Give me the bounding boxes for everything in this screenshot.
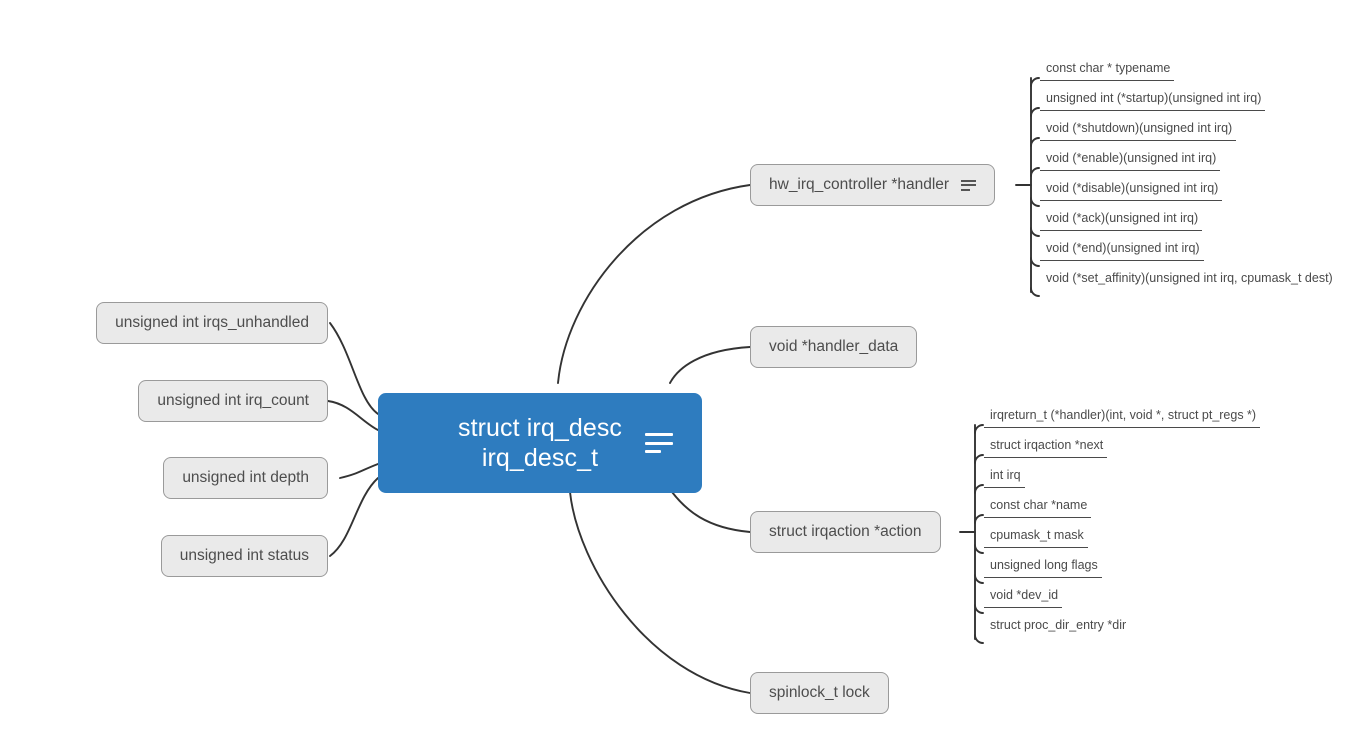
leaf-label: int irq: [990, 467, 1021, 482]
leaf-item-handler-enable[interactable]: void (*enable)(unsigned int irq): [1040, 145, 1221, 171]
leaf-item-action-name[interactable]: const char *name: [984, 492, 1092, 518]
edge-root-to-handler-data: [669, 346, 751, 384]
edge-handler-child-7: [1030, 287, 1040, 297]
leaf-label: unsigned int (*startup)(unsigned int irq…: [1046, 90, 1262, 105]
leaf-item-action-flags[interactable]: unsigned long flags: [984, 552, 1102, 578]
edge-root-to-irq-count: [327, 400, 379, 431]
branch-label: hw_irq_controller *handler: [769, 176, 950, 193]
leaf-label: irqreturn_t (*handler)(int, void *, stru…: [990, 407, 1257, 422]
leaf-label: struct irqaction *next: [990, 437, 1104, 452]
branch-node-action[interactable]: struct irqaction *action: [750, 511, 941, 553]
leaf-label: void *dev_id: [990, 587, 1059, 602]
edge-root-to-action: [671, 491, 751, 533]
branch-node-irq-count[interactable]: unsigned int irq_count: [138, 380, 328, 422]
edge-handler-child-1: [1030, 107, 1040, 117]
edge-action-child-5: [974, 574, 984, 584]
leaf-item-handler-disable[interactable]: void (*disable)(unsigned int irq): [1040, 175, 1223, 201]
branch-label: void *handler_data: [769, 338, 899, 355]
leaf-label: void (*set_affinity)(unsigned int irq, c…: [1046, 271, 1333, 285]
branch-label: unsigned int depth: [182, 469, 309, 486]
branch-node-status[interactable]: unsigned int status: [160, 535, 328, 577]
leaf-item-handler-end[interactable]: void (*end)(unsigned int irq): [1040, 235, 1204, 261]
branch-node-lock[interactable]: spinlock_t lock: [750, 672, 889, 714]
leaf-label: unsigned long flags: [990, 557, 1098, 572]
edge-root-to-status: [329, 477, 379, 557]
edge-handler-child-5: [1030, 227, 1040, 237]
hamburger-icon[interactable]: [961, 179, 977, 191]
branch-label: struct irqaction *action: [769, 523, 922, 540]
branch-node-depth[interactable]: unsigned int depth: [163, 457, 328, 499]
edge-action-child-6: [974, 604, 984, 614]
leaf-label: const char * typename: [1046, 60, 1171, 75]
leaf-label: cpumask_t mask: [990, 527, 1084, 542]
branch-label: spinlock_t lock: [769, 684, 870, 701]
root-node-label: struct irq_desc irq_desc_t: [457, 414, 623, 472]
edge-handler-child-2: [1030, 137, 1040, 147]
edge-action-child-0: [974, 424, 984, 434]
branch-label: unsigned int status: [179, 547, 309, 564]
leaf-label: void (*ack)(unsigned int irq): [1046, 210, 1199, 225]
leaf-item-action-handler[interactable]: irqreturn_t (*handler)(int, void *, stru…: [984, 402, 1261, 428]
leaf-label: void (*enable)(unsigned int irq): [1046, 150, 1217, 165]
root-node[interactable]: struct irq_desc irq_desc_t: [378, 393, 702, 493]
branch-node-irqs-unhandled[interactable]: unsigned int irqs_unhandled: [96, 302, 328, 344]
leaf-item-action-mask[interactable]: cpumask_t mask: [984, 522, 1088, 548]
leaf-label: void (*end)(unsigned int irq): [1046, 240, 1200, 255]
leaf-item-action-next[interactable]: struct irqaction *next: [984, 432, 1108, 458]
leaf-item-action-irq[interactable]: int irq: [984, 462, 1025, 488]
branch-label: unsigned int irq_count: [157, 392, 309, 409]
branch-node-handler[interactable]: hw_irq_controller *handler: [750, 164, 996, 206]
edge-action-child-1: [974, 454, 984, 464]
hamburger-icon[interactable]: [645, 433, 673, 453]
edge-handler-child-3: [1030, 167, 1040, 177]
leaf-item-handler-set-affinity[interactable]: void (*set_affinity)(unsigned int irq, c…: [1040, 265, 1337, 291]
edge-handler-child-0: [1030, 77, 1040, 87]
leaf-item-action-dir[interactable]: struct proc_dir_entry *dir: [984, 612, 1130, 638]
edge-root-to-irqs-unhandled: [329, 322, 379, 415]
leaf-item-action-dev-id[interactable]: void *dev_id: [984, 582, 1063, 608]
leaf-item-handler-ack[interactable]: void (*ack)(unsigned int irq): [1040, 205, 1203, 231]
edge-handler-child-4: [1030, 197, 1040, 207]
edge-action-child-7: [974, 634, 984, 644]
edge-root-to-depth: [339, 463, 379, 479]
leaf-item-handler-shutdown[interactable]: void (*shutdown)(unsigned int irq): [1040, 115, 1237, 141]
leaf-label: const char *name: [990, 497, 1088, 512]
leaf-item-handler-startup[interactable]: unsigned int (*startup)(unsigned int irq…: [1040, 85, 1266, 111]
edge-action-child-2: [974, 484, 984, 494]
branch-node-handler-data[interactable]: void *handler_data: [750, 326, 918, 368]
branch-label: unsigned int irqs_unhandled: [115, 314, 309, 331]
leaf-label: void (*shutdown)(unsigned int irq): [1046, 120, 1233, 135]
edge-root-to-handler: [557, 184, 751, 384]
edge-action-child-3: [974, 514, 984, 524]
edge-action-child-4: [974, 544, 984, 554]
leaf-label: struct proc_dir_entry *dir: [990, 618, 1127, 632]
leaf-item-handler-typename[interactable]: const char * typename: [1040, 55, 1175, 81]
edge-root-to-lock: [569, 491, 751, 694]
edge-handler-child-6: [1030, 257, 1040, 267]
leaf-label: void (*disable)(unsigned int irq): [1046, 180, 1219, 195]
